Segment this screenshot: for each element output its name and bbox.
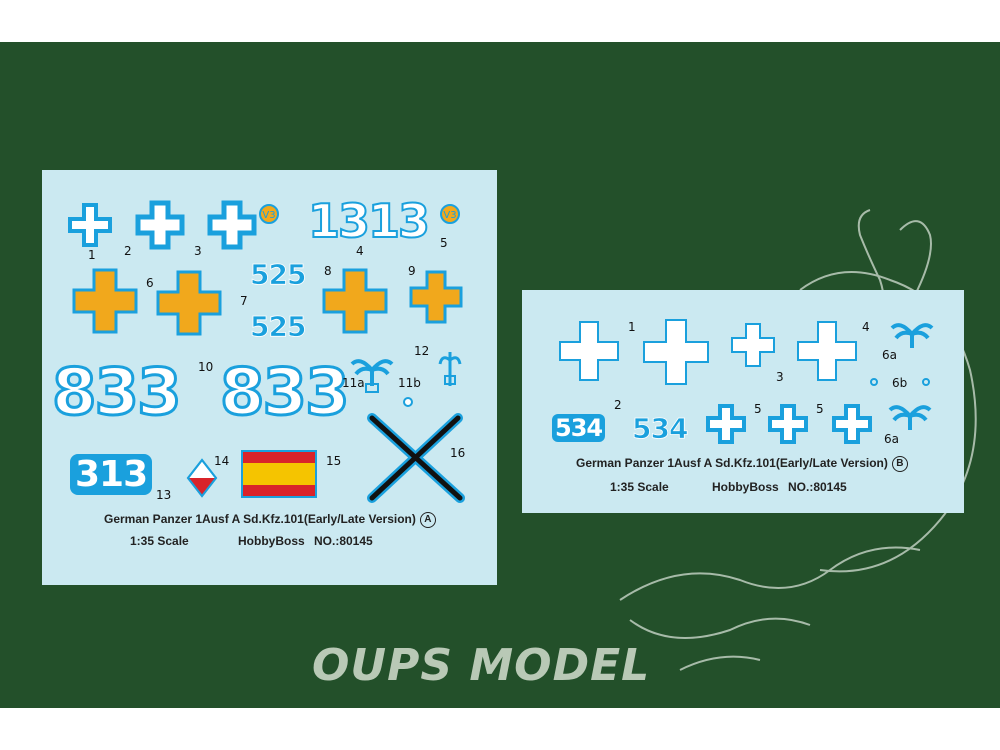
scale-label: 1:35 Scale — [610, 480, 669, 494]
label-16: 16 — [450, 446, 466, 460]
sheet-a-caption: German Panzer 1Ausf A Sd.Kfz.101(Early/L… — [104, 512, 436, 528]
label-12: 12 — [414, 344, 430, 358]
palm-swastika-icon — [350, 359, 394, 393]
sheet-b-caption: German Panzer 1Ausf A Sd.Kfz.101(Early/L… — [576, 456, 908, 472]
kit-title: German Panzer 1Ausf A Sd.Kfz.101(Early/L… — [104, 512, 416, 527]
spanish-flag-icon — [241, 450, 317, 498]
label-1: 1 — [628, 320, 636, 334]
x-marking-icon — [367, 413, 465, 503]
brand-watermark: OUPS MODEL — [312, 640, 651, 691]
label-5: 5 — [440, 236, 448, 250]
decal-833: 833 — [219, 355, 352, 432]
yellow-cross-icon — [156, 270, 222, 336]
label-8: 8 — [324, 264, 332, 278]
palm-swastika-icon — [888, 405, 932, 430]
scale-label: 1:35 Scale — [130, 534, 189, 548]
svg-text:V3: V3 — [443, 210, 456, 221]
balkenkreuz-icon — [135, 200, 185, 250]
white-cross-icon — [559, 321, 619, 381]
decal-13: 13 — [307, 193, 371, 249]
diamond-insignia-icon — [186, 458, 218, 498]
decal-525: 525 — [250, 310, 307, 344]
label-14: 14 — [214, 454, 230, 468]
decal-534: 534 — [632, 412, 689, 446]
label-7: 7 — [240, 294, 248, 308]
balkenkreuz-icon — [768, 404, 808, 444]
label-5: 5 — [754, 402, 762, 416]
white-cross-icon — [797, 321, 857, 381]
catalog-number: NO.:80145 — [314, 534, 373, 548]
maker-label: HobbyBoss — [712, 480, 779, 494]
decal-525: 525 — [250, 258, 307, 292]
svg-text:V3: V3 — [262, 210, 275, 221]
maker-label: HobbyBoss — [238, 534, 305, 548]
palm-swastika-icon — [890, 323, 934, 348]
balkenkreuz-icon — [68, 203, 112, 247]
sheet-a-graphics: V3 V3 — [68, 200, 465, 503]
label-2: 2 — [614, 398, 622, 412]
label-3: 3 — [776, 370, 784, 384]
balkenkreuz-icon — [832, 404, 872, 444]
catalog-number: NO.:80145 — [788, 480, 847, 494]
label-3: 3 — [194, 244, 202, 258]
label-4: 4 — [356, 244, 364, 258]
label-4: 4 — [862, 320, 870, 334]
decal-13: 13 — [367, 193, 431, 249]
dot-marking — [403, 397, 413, 407]
label-15: 15 — [326, 454, 342, 468]
balkenkreuz-icon — [706, 404, 746, 444]
decal-313: 313 — [70, 454, 153, 495]
white-cross-icon — [643, 319, 709, 385]
yellow-cross-icon — [409, 270, 463, 324]
label-11b: 11b — [398, 376, 421, 390]
label-6a: 6a — [882, 348, 897, 362]
dot-marking — [922, 378, 930, 386]
label-6b: 6b — [892, 376, 908, 390]
label-9: 9 — [408, 264, 416, 278]
label-2: 2 — [124, 244, 132, 258]
sheet-letter-badge: B — [891, 456, 908, 472]
dot-marking — [870, 378, 878, 386]
decal-833: 833 — [51, 355, 184, 432]
sheet-letter-badge: A — [419, 512, 436, 528]
label-13: 13 — [156, 488, 172, 502]
decal-534: 534 — [552, 414, 606, 442]
balkenkreuz-icon — [207, 200, 257, 250]
saxony-v3-icon: V3 — [440, 204, 460, 224]
saxony-v3-icon: V3 — [259, 204, 279, 224]
label-6: 6 — [146, 276, 154, 290]
label-11a: 11a — [342, 376, 365, 390]
sheet-b-graphics — [559, 319, 934, 444]
decal-sheet-a: V3 V3 — [42, 170, 497, 585]
label-10: 10 — [198, 360, 214, 374]
yellow-cross-icon — [72, 268, 138, 334]
label-6a-bottom: 6a — [884, 432, 899, 446]
label-5b: 5 — [816, 402, 824, 416]
white-cross-icon — [731, 323, 775, 367]
palm-swastika-icon — [438, 352, 462, 386]
yellow-cross-icon — [322, 268, 388, 334]
label-1: 1 — [88, 248, 96, 262]
kit-title: German Panzer 1Ausf A Sd.Kfz.101(Early/L… — [576, 456, 888, 471]
decal-sheet-b: 534 534 1 2 3 4 5 5 6a 6b 6a German Panz… — [522, 290, 964, 513]
